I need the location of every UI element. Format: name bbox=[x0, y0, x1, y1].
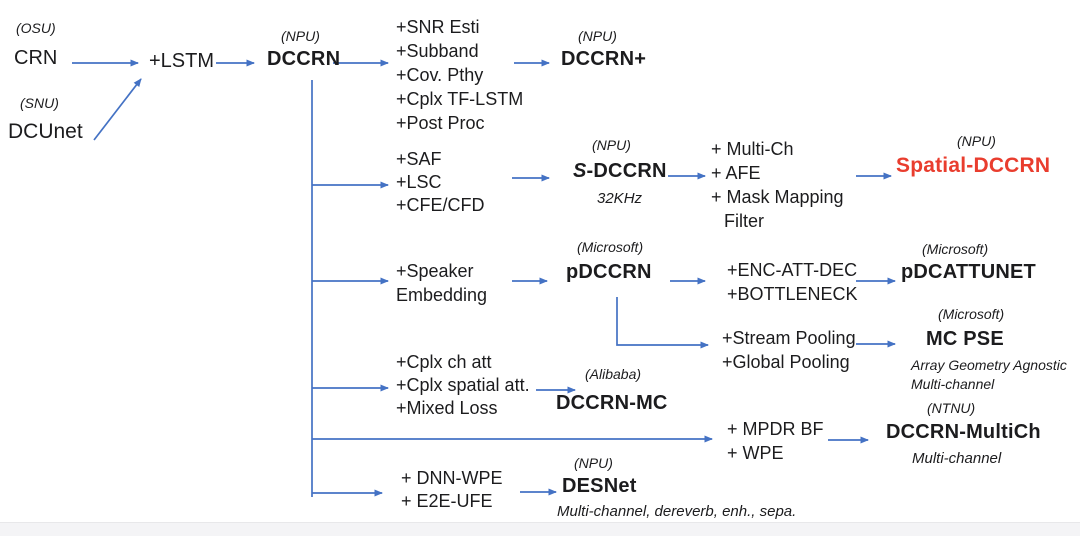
branch-pdccrn-to-pooling bbox=[616, 297, 709, 349]
node-dccrn: DCCRN bbox=[267, 48, 341, 70]
node-dccrnmc: DCCRN-MC bbox=[556, 392, 668, 414]
node-spatial-dccrn: Spatial-DCCRN bbox=[896, 154, 1051, 177]
additions-dccrnmc: +Cplx ch att +Cplx spatial att. +Mixed L… bbox=[396, 352, 530, 418]
additions-dccrnplus: +SNR Esti +Subband +Cov. Pthy +Cplx TF-L… bbox=[396, 17, 524, 133]
dccrnmc-org-label: (Alibaba) bbox=[585, 366, 642, 382]
sdccrn-rest: -DCCRN bbox=[586, 160, 667, 182]
sdccrn-s: S bbox=[573, 160, 587, 182]
mcpse-subtitle-1: Array Geometry Agnostic bbox=[911, 357, 1067, 373]
node-dccrnmultich: DCCRN-MultiCh bbox=[886, 421, 1041, 443]
window-bottom-strip bbox=[0, 522, 1080, 536]
pdccrn-org-label: (Microsoft) bbox=[577, 239, 644, 255]
sdccrn-org-label: (NPU) bbox=[592, 137, 631, 153]
node-sdccrn: S-DCCRN bbox=[573, 160, 667, 183]
arrow-dcunet-to-lstm bbox=[93, 78, 142, 141]
additions-sdccrn: +SAF +LSC +CFE/CFD bbox=[396, 149, 485, 215]
dccrnplus-org-label: (NPU) bbox=[578, 28, 617, 44]
additions-pdcattunet: +ENC-ATT-DEC +BOTTLENECK bbox=[727, 260, 858, 304]
node-mcpse: MC PSE bbox=[926, 328, 1004, 350]
node-pdccrn: pDCCRN bbox=[566, 261, 652, 283]
additions-desnet: + DNN-WPE + E2E-UFE bbox=[401, 468, 503, 511]
additions-mcpse: +Stream Pooling +Global Pooling bbox=[722, 328, 856, 372]
node-crn: CRN bbox=[14, 47, 58, 69]
sdccrn-subtitle: 32KHz bbox=[597, 190, 643, 207]
dccrn-org-label: (NPU) bbox=[281, 28, 320, 44]
node-dcunet: DCUnet bbox=[8, 120, 83, 143]
mcpse-org-label: (Microsoft) bbox=[938, 306, 1005, 322]
dccrnmultich-org-label: (NTNU) bbox=[927, 400, 976, 416]
snu-label: (SNU) bbox=[20, 95, 59, 111]
osu-label: (OSU) bbox=[16, 20, 56, 36]
additions-dccrnmultich: + MPDR BF + WPE bbox=[727, 419, 824, 463]
mcpse-subtitle-2: Multi-channel bbox=[911, 376, 995, 392]
desnet-subtitle: Multi-channel, dereverb, enh., sepa. bbox=[557, 503, 797, 520]
additions-spatial: + Multi-Ch + AFE + Mask Mapping Filter bbox=[711, 139, 844, 231]
additions-pdccrn: +Speaker Embedding bbox=[396, 261, 488, 305]
node-pdcattunet: pDCATTUNET bbox=[901, 261, 1036, 283]
pdcattunet-org-label: (Microsoft) bbox=[922, 241, 989, 257]
node-dccrnplus: DCCRN+ bbox=[561, 48, 647, 70]
dccrnmultich-subtitle: Multi-channel bbox=[912, 450, 1002, 467]
spatial-org-label: (NPU) bbox=[957, 133, 996, 149]
desnet-org-label: (NPU) bbox=[574, 455, 613, 471]
node-lstm: +LSTM bbox=[149, 50, 215, 72]
node-desnet: DESNet bbox=[562, 475, 637, 497]
